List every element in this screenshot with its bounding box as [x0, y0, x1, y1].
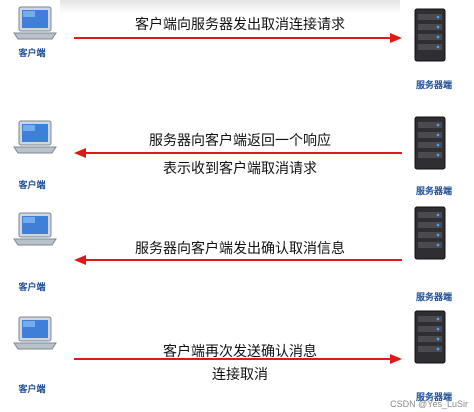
- client-label: 客户端: [18, 48, 46, 58]
- step-message: 服务器向客户端发出确认取消信息: [135, 240, 345, 256]
- laptop-icon: [13, 6, 57, 40]
- laptop-icon: [13, 120, 57, 154]
- server-icon: [414, 8, 446, 62]
- client-label: 客户端: [18, 282, 46, 292]
- arrow-to-server: [74, 354, 402, 364]
- watermark: CSDN @Yes_LuSir: [390, 399, 468, 409]
- server-icon: [414, 310, 446, 364]
- step-message: 客户端向服务器发出取消连接请求: [135, 16, 345, 32]
- client-label: 客户端: [18, 384, 46, 394]
- laptop-icon: [13, 212, 57, 246]
- arrow-to-client: [74, 255, 402, 265]
- step-message: 服务器向客户端返回一个响应: [149, 132, 331, 148]
- arrow-to-server: [74, 33, 402, 43]
- client-label: 客户端: [18, 180, 46, 190]
- arrow-to-client: [74, 148, 402, 158]
- step-message: 客户端再次发送确认消息: [163, 343, 317, 359]
- server-label: 服务器端: [415, 80, 452, 90]
- server-label: 服务器端: [415, 392, 452, 402]
- server-icon: [414, 116, 446, 170]
- step-row-4: 客户端 客户端再次发送确认消息 连接取消 服务器端: [0, 306, 474, 406]
- server-label: 服务器端: [415, 292, 452, 302]
- laptop-icon: [13, 316, 57, 350]
- server-label: 服务器端: [415, 186, 452, 196]
- top-shadow: [60, 0, 400, 14]
- step-row-3: 客户端 服务器向客户端发出确认取消信息 服务器端: [0, 204, 474, 304]
- step-row-1: 客户端 客户端向服务器发出取消连接请求 服务器端: [0, 0, 474, 100]
- step-message-line2: 连接取消: [212, 366, 268, 382]
- step-message-line2: 表示收到客户端取消请求: [163, 160, 317, 176]
- server-icon: [414, 206, 446, 260]
- step-row-2: 客户端 服务器向客户端返回一个响应 表示收到客户端取消请求 服务器端: [0, 102, 474, 202]
